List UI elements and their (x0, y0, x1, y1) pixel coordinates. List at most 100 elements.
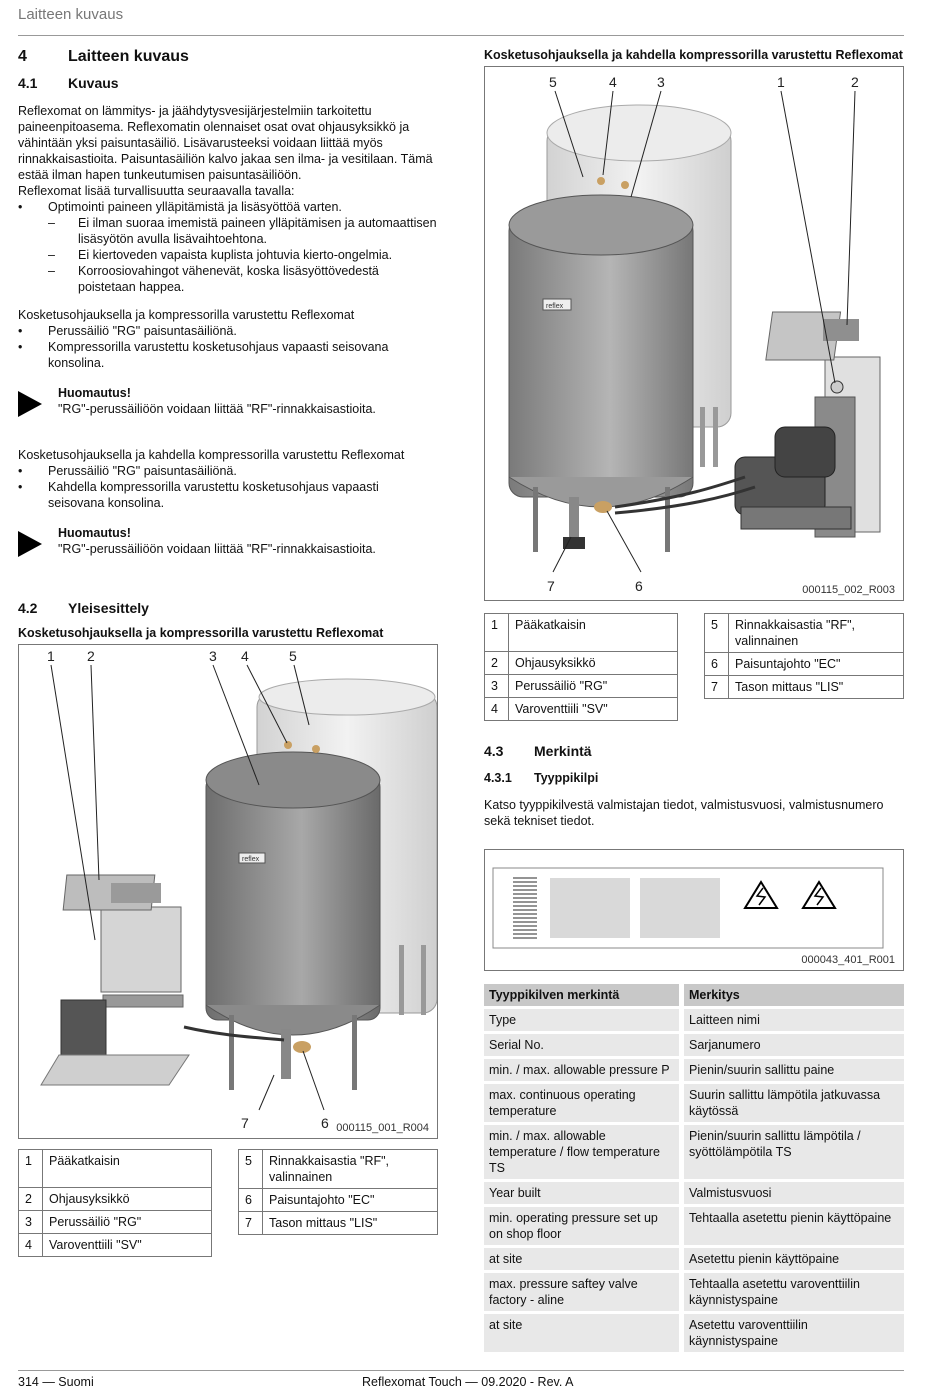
callout-label: 7 (547, 578, 555, 594)
callout-label: 7 (241, 1115, 249, 1131)
right-column: Kosketusohjauksella ja kahdella kompress… (484, 48, 904, 1355)
section-4-1-heading: 4.1 Kuvaus (18, 75, 438, 91)
section-number: 4.2 (18, 600, 38, 616)
safety-list: Optimointi paineen ylläpitämistä ja lisä… (18, 199, 438, 215)
list-item: Perussäiliö "RG" paisuntasäiliönä. (18, 463, 438, 479)
safety-intro: Reflexomat lisää turvallisuutta seuraava… (18, 184, 295, 198)
section-number: 4.3 (484, 743, 504, 759)
variant-2-list: Perussäiliö "RG" paisuntasäiliönä. Kahde… (18, 463, 438, 511)
high-voltage-warning-icon (801, 880, 837, 909)
type-plate-illustration (492, 867, 884, 949)
footer-document-title: Reflexomat Touch — 09.2020 - Rev. A (362, 1375, 574, 1389)
figure-code: 000115_001_R004 (336, 1122, 429, 1134)
column-header: Merkitys (684, 984, 904, 1006)
section-number: 4 (18, 48, 27, 65)
figure-title: Kosketusohjauksella ja kompressorilla va… (18, 626, 384, 640)
figure-title: Kosketusohjauksella ja kahdella kompress… (484, 48, 903, 62)
table-row: min. / max. allowable temperature / flow… (484, 1125, 904, 1179)
list-item: Perussäiliö "RG" paisuntasäiliönä. (18, 323, 438, 339)
callout-label: 6 (321, 1115, 329, 1131)
callout-label: 2 (851, 74, 859, 90)
note-title: Huomautus! (58, 526, 131, 540)
page-header-title: Laitteen kuvaus (18, 6, 124, 23)
reflexomat-two-compressor-illustration: reflex (508, 74, 881, 594)
note-box: Huomautus! "RG"-perussäiliöön voidaan li… (18, 525, 438, 560)
section-title: Kuvaus (68, 75, 119, 91)
section-title: Laitteen kuvaus (68, 48, 189, 65)
section-number: 4.3.1 (484, 771, 512, 785)
figure-two-compressors: reflex (484, 66, 904, 601)
high-voltage-warning-icon (743, 880, 779, 909)
footer-rule (18, 1370, 904, 1371)
section-title: Yleisesittely (68, 600, 149, 616)
description-paragraph: Reflexomat on lämmitys- ja jäähdytysvesi… (18, 104, 433, 182)
column-header: Tyyppikilven merkintä (484, 984, 679, 1006)
brand-label: reflex (546, 303, 564, 310)
list-item: Korroosiovahingot vähenevät, koska lisäs… (18, 263, 438, 295)
list-item: Ei ilman suoraa imemistä paineen ylläpit… (18, 215, 438, 247)
table-header-row: Tyyppikilven merkintä Merkitys (484, 984, 904, 1006)
section-4-3-1-heading: 4.3.1 Tyyppikilpi (484, 771, 904, 785)
section-title: Merkintä (534, 743, 592, 759)
type-plate-figure: 000043_401_R001 (484, 849, 904, 971)
safety-sublist: Ei ilman suoraa imemistä paineen ylläpit… (18, 215, 438, 295)
variant-1-list: Perussäiliö "RG" paisuntasäiliönä. Kompr… (18, 323, 438, 371)
callout-label: 2 (87, 648, 95, 664)
variant-1-title: Kosketusohjauksella ja kompressorilla va… (18, 308, 355, 322)
note-text: "RG"-perussäiliöön voidaan liittää "RF"-… (58, 542, 376, 556)
left-column: 4 Laitteen kuvaus 4.1 Kuvaus Reflexomat … (18, 48, 438, 1257)
reflexomat-illustration: reflex (40, 648, 438, 1131)
section-title: Tyyppikilpi (534, 771, 599, 785)
callout-label: 5 (289, 648, 297, 664)
callout-label: 5 (549, 74, 557, 90)
note-text: "RG"-perussäiliöön voidaan liittää "RF"-… (58, 402, 376, 416)
table-row: Serial No.Sarjanumero (484, 1034, 904, 1056)
figure-code: 000043_401_R001 (801, 954, 895, 966)
callout-label: 1 (47, 648, 55, 664)
note-title: Huomautus! (58, 386, 131, 400)
label-field (640, 878, 720, 938)
callout-label: 1 (777, 74, 785, 90)
section-4-2-heading: 4.2 Yleisesittely (18, 600, 438, 616)
section-4-3-heading: 4.3 Merkintä (484, 743, 904, 759)
list-item: Kompressorilla varustettu kosketusohjaus… (18, 339, 438, 371)
table-row: max. pressure saftey valve factory - ali… (484, 1273, 904, 1311)
list-item: Kahdella kompressorilla varustettu koske… (18, 479, 438, 511)
figure-code: 000115_002_R003 (802, 584, 895, 596)
callout-label: 3 (657, 74, 665, 90)
label-field (550, 878, 630, 938)
section-4-heading: 4 Laitteen kuvaus (18, 48, 438, 66)
reflex-logo-plate (238, 852, 266, 864)
brand-label: reflex (242, 856, 260, 863)
list-item: Optimointi paineen ylläpitämistä ja lisä… (18, 199, 438, 215)
callout-label: 4 (241, 648, 249, 664)
type-plate-text: Katso tyyppikilvestä valmistajan tiedot,… (484, 798, 884, 828)
variant-2-title: Kosketusohjauksella ja kahdella kompress… (18, 448, 405, 462)
figure-single-compressor: reflex (18, 644, 438, 1139)
list-item: Ei kiertoveden vapaista kuplista johtuvi… (18, 247, 438, 263)
section-number: 4.1 (18, 75, 38, 91)
